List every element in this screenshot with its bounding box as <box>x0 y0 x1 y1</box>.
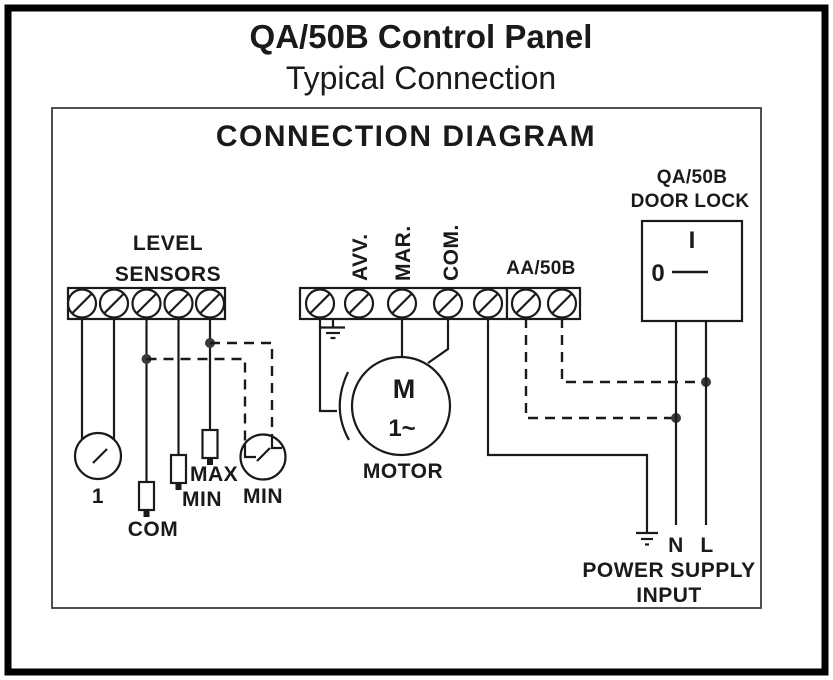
float-switch-1-icon <box>73 431 123 481</box>
terminal-screw-icon <box>343 288 375 319</box>
power-supply-label-line2: INPUT <box>636 584 702 607</box>
terminal-screw-icon <box>66 288 98 319</box>
motor-icon <box>350 355 452 457</box>
terminal-screw-icons <box>304 288 578 319</box>
aa50b-label: AA/50B <box>506 258 575 279</box>
outer-frame <box>4 4 829 676</box>
main-terminal-section: AVV. MAR. COM. AA/50B M 1~ MOTO <box>298 224 711 546</box>
diagram-border <box>51 107 762 609</box>
level-sensors-label-line2: SENSORS <box>115 263 221 286</box>
earth-ground-icon <box>321 319 345 340</box>
electrode-max-label: MAX <box>190 463 238 486</box>
terminal-screw-icon <box>386 288 418 319</box>
level-sensors-label-line1: LEVEL <box>133 232 203 255</box>
electrode-com-label: COM <box>128 518 179 541</box>
terminal-screw-icon <box>546 288 578 319</box>
dashed-wire-aa50b-2 <box>560 318 706 384</box>
neutral-label: N <box>668 534 684 557</box>
terminal-screw-icon <box>98 288 130 319</box>
motor-letter: M <box>393 374 416 404</box>
power-supply-label-line1: POWER SUPPLY <box>582 559 755 582</box>
terminal-screw-icon <box>510 288 542 319</box>
earth-ground-icon <box>636 531 658 546</box>
terminal-screw-icons <box>66 288 226 319</box>
terminal-label-com: COM. <box>440 224 463 281</box>
terminal-screw-icon <box>194 288 226 319</box>
door-lock-title-line1: QA/50B <box>657 167 727 188</box>
page-subtitle: Typical Connection <box>286 60 556 96</box>
terminal-label-avv: AVV. <box>349 233 372 281</box>
float-switch-1-label: 1 <box>92 485 104 508</box>
motor-label: MOTOR <box>363 460 443 483</box>
dashed-wire-min-switch-right <box>210 341 274 436</box>
terminal-screw-icon <box>163 288 194 319</box>
electrode-max-tip <box>207 458 213 465</box>
wire-terminal5-earth <box>486 318 649 533</box>
motor-capacitor-arc <box>338 371 350 441</box>
electrode-max-icon <box>201 428 219 460</box>
electrode-com-icon <box>137 480 156 512</box>
terminal-screw-icon <box>432 288 464 319</box>
door-lock-off-label: 0 <box>651 260 664 287</box>
page-title: QA/50B Control Panel <box>250 18 593 55</box>
electrode-min-label: MIN <box>182 488 222 511</box>
terminal-screw-icon <box>304 288 336 319</box>
diagram-title: CONNECTION DIAGRAM <box>216 120 596 153</box>
wire-terminal1-motor <box>318 318 337 413</box>
electrode-com-tip <box>143 510 150 517</box>
line-label: L <box>700 534 713 557</box>
float-switch-min-label: MIN <box>243 485 283 508</box>
terminal-label-mar: MAR. <box>392 225 415 281</box>
level-sensors-section: LEVEL SENSORS 1 COM MIN M <box>66 232 287 541</box>
door-lock-section: QA/50B DOOR LOCK I 0 <box>631 167 750 525</box>
motor-phase: 1~ <box>388 415 415 442</box>
power-supply-section: N L POWER SUPPLY INPUT <box>582 534 755 607</box>
electrode-min-icon <box>169 453 188 485</box>
door-lock-on-label: I <box>689 227 696 254</box>
float-switch-1-contact <box>92 448 108 464</box>
dashed-wire-min-switch-left <box>146 357 247 444</box>
aa50b-terminal-strip <box>505 286 582 321</box>
terminal-screw-icon <box>472 288 504 319</box>
door-lock-title-line2: DOOR LOCK <box>631 191 750 212</box>
float-switch-min-contact <box>243 436 282 462</box>
float-switch-min-icon <box>239 433 287 481</box>
terminal-screw-icon <box>131 288 162 319</box>
wire-com-motor <box>427 318 450 364</box>
electrode-min-tip <box>175 483 182 490</box>
